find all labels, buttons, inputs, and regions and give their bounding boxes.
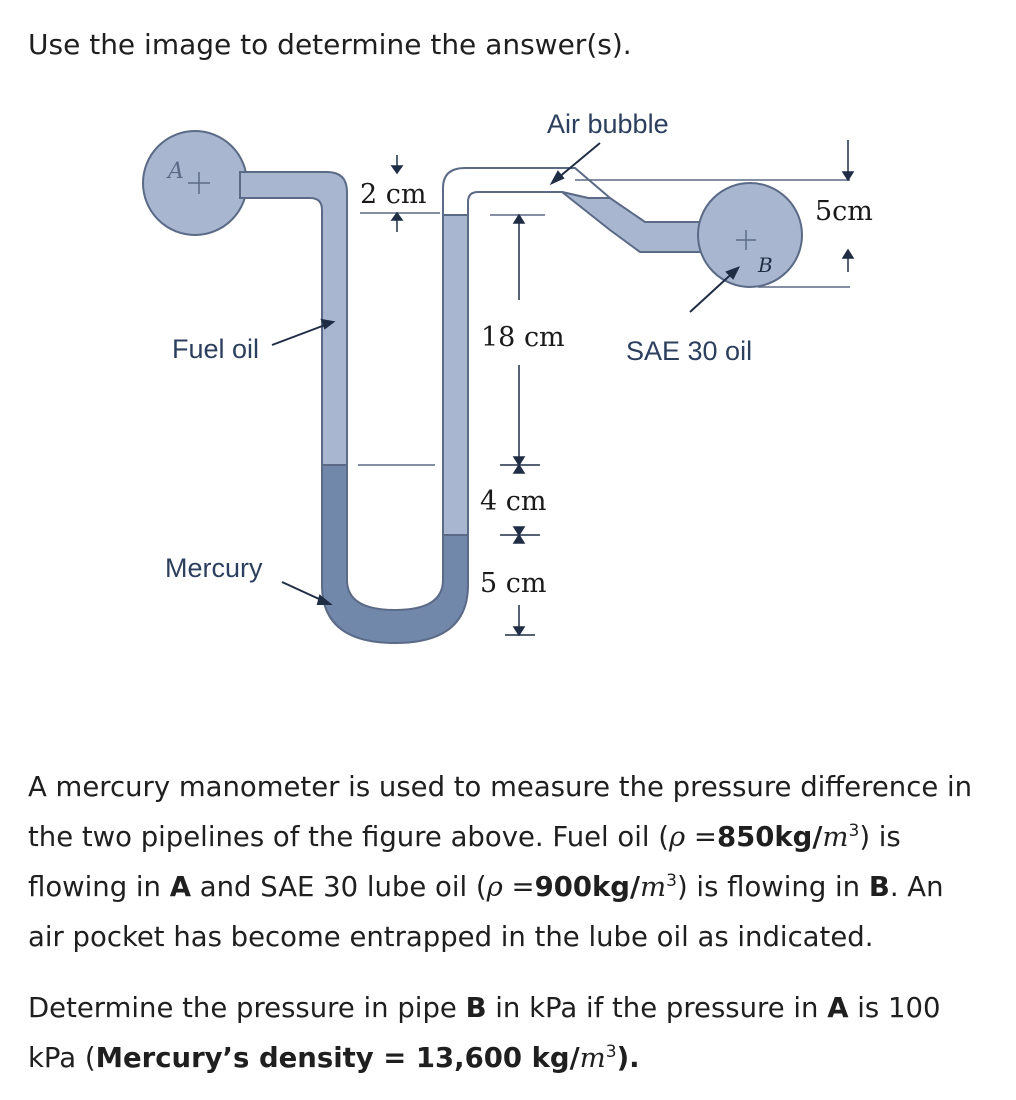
- dim-2cm-label: 2 cm: [360, 179, 427, 210]
- leader-lines: [271, 142, 741, 605]
- point-a-label: A: [166, 159, 184, 184]
- center-marks: [188, 172, 756, 250]
- dim-18cm-label: 18 cm: [481, 322, 565, 353]
- intro-text: Use the image to determine the answer(s)…: [28, 28, 632, 61]
- dim-4cm-label: 4 cm: [480, 486, 547, 517]
- dim-5cm-right-label: 5cm: [815, 196, 873, 227]
- dimension-arrows: [390, 140, 855, 637]
- reference-lines: [358, 179, 850, 466]
- problem-paragraph-2: Determine the pressure in pipe B in kPa …: [28, 992, 941, 1074]
- problem-paragraph-1: A mercury manometer is used to measure t…: [28, 771, 973, 953]
- fuel-oil-label: Fuel oil: [172, 334, 259, 364]
- manometer-diagram: A B Air bubble Fuel oil Mercury SAE 30 o…: [142, 109, 873, 645]
- point-b-label: B: [757, 253, 773, 277]
- pipe-b: [561, 182, 803, 288]
- right-tube-oil: [442, 214, 469, 536]
- dim-5cm-label: 5 cm: [480, 568, 547, 599]
- sae-oil-label: SAE 30 oil: [626, 336, 752, 366]
- mercury-column: [321, 464, 469, 645]
- air-bubble-label: Air bubble: [547, 109, 669, 139]
- mercury-label: Mercury: [165, 553, 263, 583]
